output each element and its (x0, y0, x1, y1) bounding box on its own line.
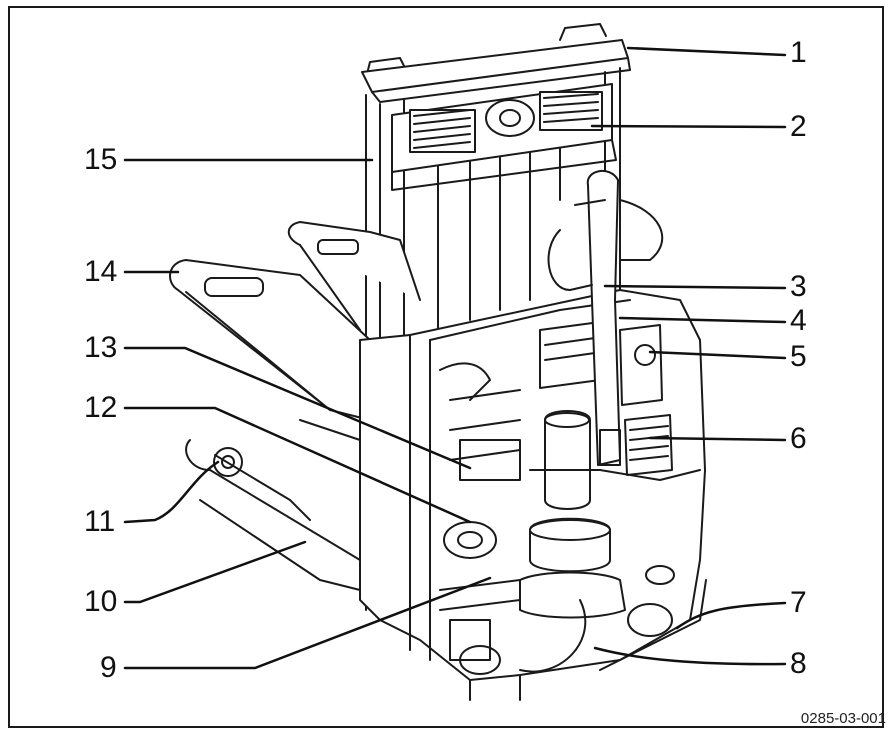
callout-2: 2 (790, 110, 807, 143)
callout-5: 5 (790, 340, 807, 373)
leader-line-13 (123, 346, 472, 470)
callout-12: 12 (84, 391, 118, 424)
callout-8: 8 (790, 647, 807, 680)
leader-line-10 (123, 540, 307, 604)
support-arm (185, 419, 371, 591)
callout-7: 7 (790, 586, 807, 619)
fork-upper (287, 221, 421, 331)
mast-crossbar (361, 23, 631, 103)
callout-6: 6 (790, 422, 807, 455)
leader-line-9 (123, 576, 492, 670)
callout-11: 11 (84, 505, 116, 538)
figure-code: 0285-03-001 (800, 710, 886, 727)
callout-13: 13 (84, 331, 118, 364)
callout-3: 3 (790, 270, 807, 303)
leader-line-6 (648, 436, 787, 442)
leader-line-3 (603, 284, 787, 290)
leader-line-4 (618, 316, 787, 324)
callout-9: 9 (100, 651, 117, 684)
leader-line-12 (123, 406, 472, 524)
leader-line-1 (626, 46, 787, 57)
leader-line-7 (675, 601, 787, 630)
leader-line-11 (123, 460, 220, 524)
fork-lower (169, 259, 371, 421)
tiller-arm (547, 170, 664, 466)
callout-15: 15 (84, 143, 118, 176)
callout-1: 1 (790, 36, 807, 69)
callout-14: 14 (84, 255, 118, 288)
load-backrest (391, 83, 617, 191)
callout-10: 10 (84, 585, 118, 618)
leader-line-5 (648, 350, 787, 360)
callout-4: 4 (790, 304, 807, 337)
leader-line-8 (593, 646, 787, 666)
leader-line-2 (590, 124, 787, 129)
